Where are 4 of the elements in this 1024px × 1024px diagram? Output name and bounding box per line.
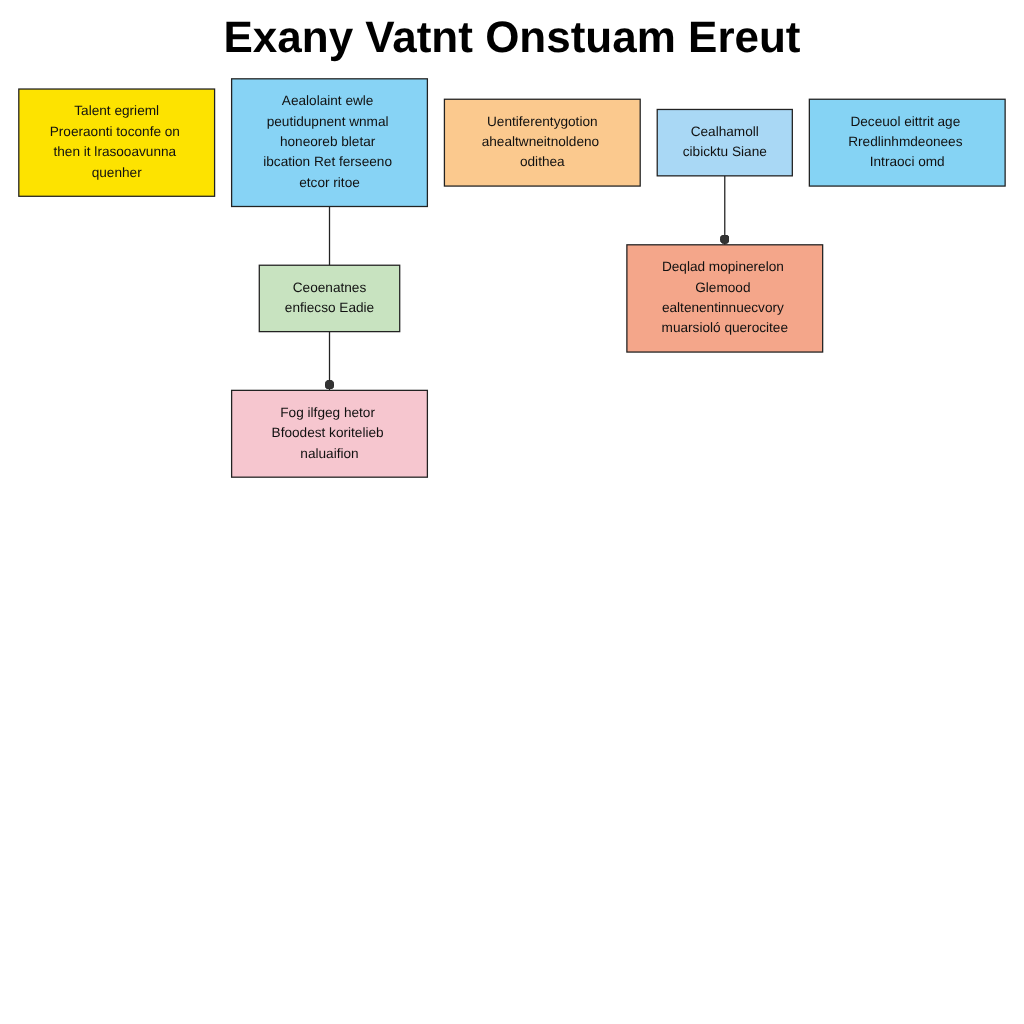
- diagram-title: Exany Vatnt Onstuam Ereut: [221, 12, 803, 64]
- connector: [719, 175, 730, 246]
- connector: [324, 331, 335, 391]
- connector: [328, 205, 331, 266]
